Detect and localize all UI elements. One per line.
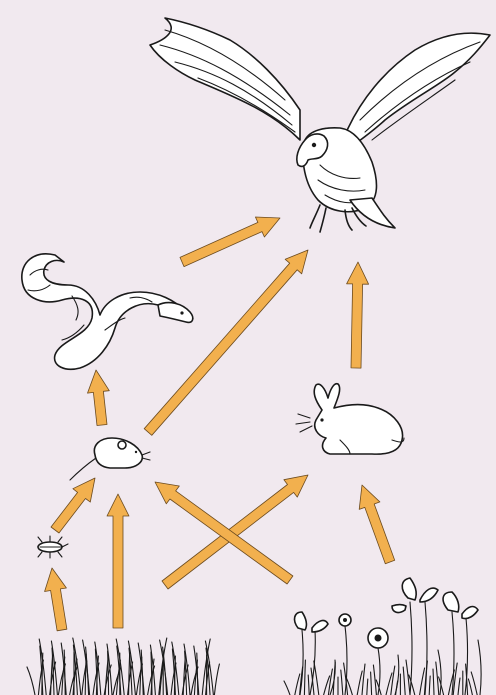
flower-blossom	[295, 612, 328, 632]
hawk-icon	[150, 18, 490, 232]
flower-blossom	[392, 578, 438, 613]
flower-leaf	[295, 674, 300, 695]
snake-icon	[22, 254, 193, 369]
flower-leaf	[403, 667, 405, 695]
arrow-grass-to-mouse	[107, 494, 129, 628]
flower-leaf	[304, 660, 305, 695]
flower-leaf	[357, 671, 362, 695]
arrow-flowers-to-rabbit	[359, 485, 395, 564]
grass-icon	[27, 638, 219, 695]
flower-leaf	[433, 669, 434, 695]
flower-stems	[284, 602, 481, 695]
arrow-mouse-to-snake	[88, 370, 110, 426]
grass-blade	[214, 664, 219, 695]
arrow-rabbit-to-hawk	[347, 262, 369, 368]
arrow-grass-to-insect	[45, 568, 67, 631]
flower-stem	[478, 640, 481, 695]
flower-leaf	[468, 679, 472, 695]
flower-blossom	[339, 614, 351, 626]
flower-blossom	[368, 628, 388, 648]
arrow-snake-to-hawk	[180, 217, 280, 267]
grass-blade	[129, 655, 130, 695]
flower-leaf	[396, 681, 398, 695]
arrow-insect-to-mouse	[51, 478, 95, 533]
grass-blade	[27, 667, 35, 695]
mouse-icon	[70, 438, 150, 480]
insect-icon	[38, 536, 68, 558]
flower-leaf	[341, 670, 343, 695]
flower-leaf	[367, 679, 368, 695]
flower-leaf	[436, 662, 439, 695]
flower-leaf	[391, 666, 395, 695]
flower-stem	[452, 612, 454, 695]
flower-leaf	[362, 664, 365, 695]
flower-leaf	[308, 675, 309, 695]
rabbit-icon	[296, 384, 404, 454]
flower-leaf	[420, 668, 425, 695]
flower-leaf	[284, 681, 290, 695]
flower-leaf	[458, 678, 460, 695]
flower-leaf	[429, 676, 430, 695]
flower-leaf	[371, 672, 372, 695]
arrow-mouse-to-hawk	[144, 250, 308, 435]
flower-leaf	[314, 661, 319, 695]
flower-blossom	[443, 592, 478, 619]
flowers-icon	[284, 578, 481, 695]
